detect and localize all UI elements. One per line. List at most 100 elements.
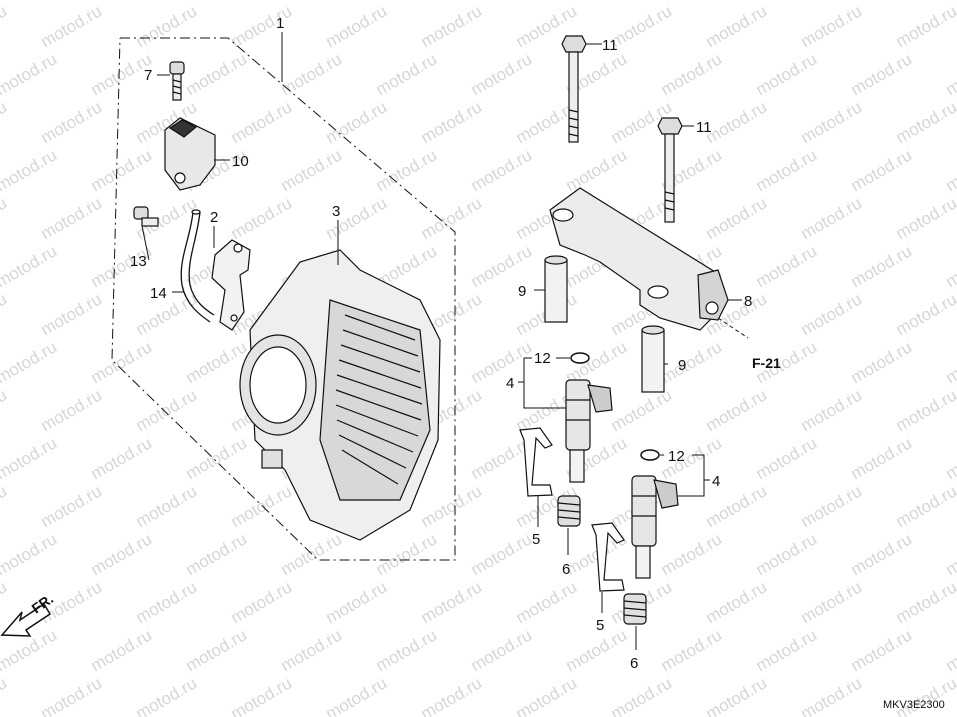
watermark-text: motod.ru [418, 673, 486, 717]
watermark-text: motod.ru [753, 529, 821, 579]
watermark-text: motod.ru [88, 625, 156, 675]
watermark-text: motod.ru [798, 481, 866, 531]
watermark-text: motod.ru [183, 0, 251, 3]
watermark-text: motod.ru [88, 529, 156, 579]
throttle-body-part-3 [239, 249, 441, 541]
callout-8: 8 [744, 293, 752, 310]
reference-label: F-21 [752, 355, 781, 371]
watermark-text: motod.ru [418, 481, 486, 531]
watermark-text: motod.ru [0, 673, 10, 717]
watermark-text: motod.ru [798, 289, 866, 339]
watermark-text: motod.ru [608, 1, 676, 51]
callout-3: 3 [332, 203, 340, 220]
watermark-text: motod.ru [278, 625, 346, 675]
watermark-text: motod.ru [703, 1, 771, 51]
watermark-text: motod.ru [0, 0, 60, 3]
watermark-text: motod.ru [183, 625, 251, 675]
watermark-text: motod.ru [608, 673, 676, 717]
watermark-text: motod.ru [798, 673, 866, 717]
callout-1: 1 [276, 15, 284, 32]
watermark-text: motod.ru [228, 193, 296, 243]
leader-lines [141, 32, 742, 650]
watermark-text: motod.ru [0, 241, 60, 291]
watermark-text: motod.ru [468, 49, 536, 99]
watermark-text: motod.ru [848, 529, 916, 579]
watermark-text: motod.ru [703, 673, 771, 717]
callout-12-right: 12 [668, 448, 685, 465]
callout-5-right: 5 [596, 617, 604, 634]
watermark-text: motod.ru [703, 385, 771, 435]
watermark-text: motod.ru [183, 49, 251, 99]
watermark-text: motod.ru [133, 673, 201, 717]
bolt-part-11-right [657, 117, 683, 223]
watermark-text: motod.ru [418, 97, 486, 147]
watermark-text: motod.ru [943, 49, 957, 99]
watermark-text: motod.ru [38, 481, 106, 531]
watermark-text: motod.ru [893, 97, 957, 147]
callout-14: 14 [150, 285, 167, 302]
callout-9-right: 9 [678, 357, 686, 374]
watermark-text: motod.ru [373, 145, 441, 195]
callout-10: 10 [232, 153, 249, 170]
watermark-text: motod.ru [278, 529, 346, 579]
callout-4-right: 4 [712, 473, 720, 490]
diagram-code: MKV3E2300 [883, 699, 945, 711]
assembly-outline [111, 37, 456, 561]
watermark-text: motod.ru [38, 97, 106, 147]
watermark-text: motod.ru [468, 0, 536, 3]
watermark-text: motod.ru [848, 0, 916, 3]
watermark-text: motod.ru [278, 0, 346, 3]
o-ring-part-12-right [640, 449, 660, 461]
watermark-text: motod.ru [893, 481, 957, 531]
watermark-text: motod.ru [38, 385, 106, 435]
callout-9-left: 9 [518, 283, 526, 300]
watermark-text: motod.ru [943, 145, 957, 195]
callout-6-right: 6 [630, 655, 638, 672]
bracket-part-2 [211, 239, 251, 331]
watermark-text: motod.ru [0, 529, 60, 579]
watermark-text: motod.ru [38, 193, 106, 243]
watermark-text: motod.ru [893, 385, 957, 435]
watermark-text: motod.ru [848, 433, 916, 483]
watermark-text: motod.ru [0, 577, 10, 627]
callout-11-left: 11 [602, 37, 618, 54]
seal-part-6-left [557, 495, 581, 527]
watermark-text: motod.ru [373, 529, 441, 579]
watermark-text: motod.ru [0, 193, 10, 243]
watermark-text: motod.ru [608, 385, 676, 435]
watermark-text: motod.ru [38, 673, 106, 717]
watermark-text: motod.ru [753, 145, 821, 195]
watermark-text: motod.ru [323, 673, 391, 717]
watermark-text: motod.ru [323, 577, 391, 627]
clip-part-5-right [591, 522, 625, 592]
front-direction-arrow-icon [0, 602, 52, 637]
watermark-text: motod.ru [798, 385, 866, 435]
watermark-text: motod.ru [753, 433, 821, 483]
watermark-text: motod.ru [88, 337, 156, 387]
watermark-text: motod.ru [278, 145, 346, 195]
watermark-text: motod.ru [373, 49, 441, 99]
watermark-text: motod.ru [753, 0, 821, 3]
watermark-text: motod.ru [848, 49, 916, 99]
watermark-text: motod.ru [703, 577, 771, 627]
watermark-text: motod.ru [228, 481, 296, 531]
watermark-text: motod.ru [798, 1, 866, 51]
watermark-text: motod.ru [703, 193, 771, 243]
watermark-text: motod.ru [468, 145, 536, 195]
watermark-text: motod.ru [373, 0, 441, 3]
bolt-part-11-left [561, 35, 587, 143]
watermark-text: motod.ru [943, 241, 957, 291]
watermark-text: motod.ru [418, 193, 486, 243]
watermark-text: motod.ru [753, 241, 821, 291]
callout-11-right: 11 [696, 119, 712, 136]
watermark-text: motod.ru [658, 529, 726, 579]
watermark-text: motod.ru [468, 529, 536, 579]
spacer-part-9-left [544, 255, 568, 323]
watermark-text: motod.ru [893, 289, 957, 339]
watermark-text: motod.ru [133, 481, 201, 531]
watermark-text: motod.ru [798, 97, 866, 147]
watermark-text: motod.ru [848, 241, 916, 291]
